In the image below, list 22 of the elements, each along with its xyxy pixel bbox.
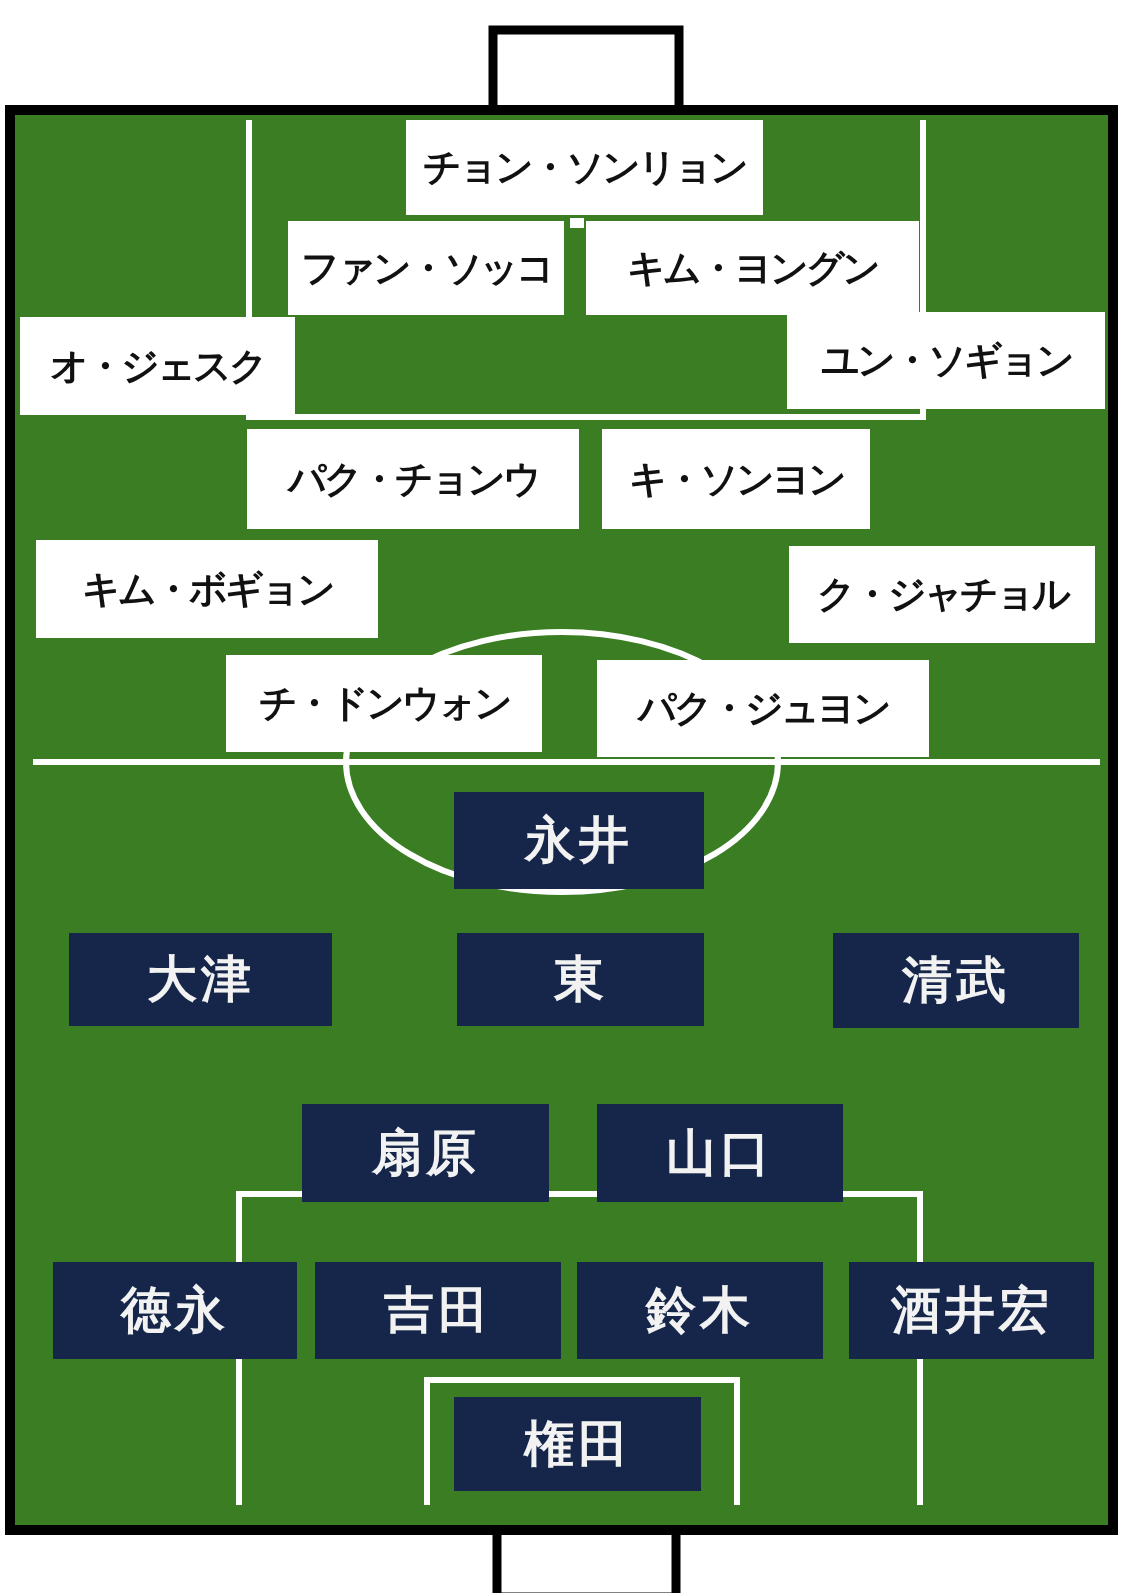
player-name-label: チョン・ソンリョン (406, 120, 763, 215)
player-name-label: 権田 (454, 1397, 701, 1491)
player-name-label: ファン・ソッコ (288, 221, 564, 315)
player-name-label: ユン・ソギョン (787, 312, 1105, 409)
player-name-label: 鈴木 (577, 1262, 823, 1359)
player-name-label: 大津 (69, 933, 332, 1026)
player-name-label: 永井 (454, 792, 704, 889)
player-name-label: キム・ボギョン (36, 540, 378, 638)
player-name-label: キム・ヨングン (586, 221, 919, 315)
player-name-label: 吉田 (315, 1262, 561, 1359)
player-name-label: チ・ドンウォン (226, 655, 542, 752)
player-name-label: 清武 (833, 933, 1079, 1028)
player-name-label: パク・チョンウ (247, 429, 579, 529)
player-name-label: パク・ジュヨン (597, 660, 929, 757)
player-name-label: オ・ジェスク (20, 317, 295, 415)
player-name-label: 扇原 (302, 1104, 549, 1202)
player-name-label: ク・ジャチョル (789, 546, 1095, 643)
player-name-label: 徳永 (53, 1262, 297, 1359)
player-name-label: 山口 (597, 1104, 843, 1202)
player-name-label: キ・ソンヨン (602, 429, 870, 529)
player-name-label: 東 (457, 933, 704, 1026)
player-name-label: 酒井宏 (849, 1262, 1094, 1359)
